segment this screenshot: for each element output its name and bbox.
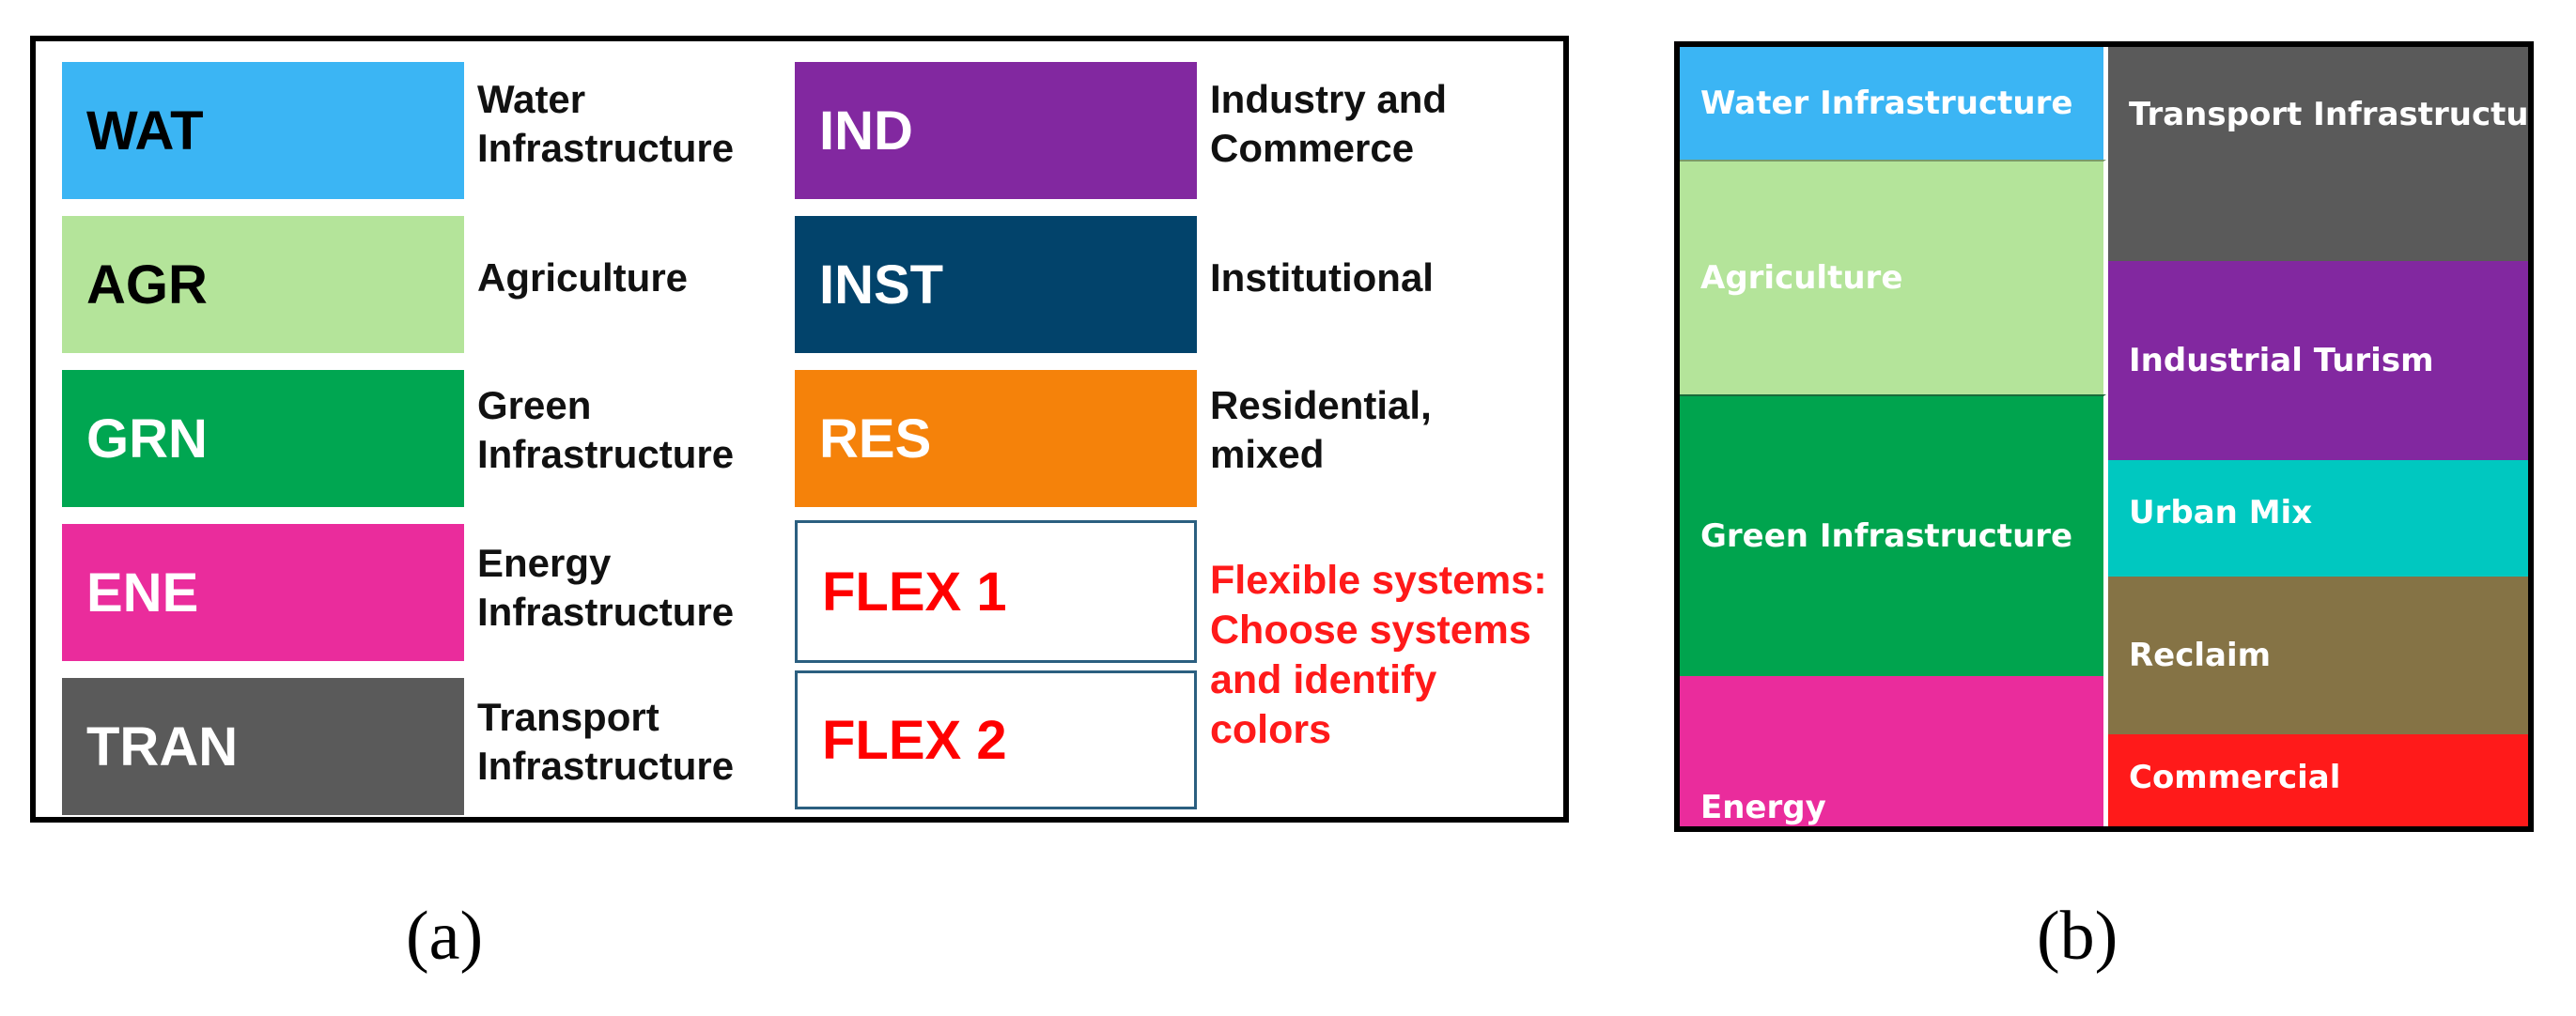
label-ene: Energy Infrastructure <box>477 541 735 634</box>
caption-b: (b) <box>2037 898 2118 975</box>
tile-res: RES <box>795 370 1197 507</box>
block-water-infrastructure: Water Infrastructure <box>1680 47 2106 160</box>
block-commercial: Commercial <box>2108 734 2528 826</box>
block-energy: Energy <box>1680 676 2106 826</box>
label-inst: Institutional <box>1210 255 1434 300</box>
flex-note: Flexible systems: Choose systems and ide… <box>1210 558 1547 752</box>
block-agriculture: Agriculture <box>1680 160 2106 394</box>
block-reclaim: Reclaim <box>2108 577 2528 734</box>
legend-panel-b: Water Infrastructure Agriculture Green I… <box>1674 41 2534 832</box>
label-wat: Water Infrastructure <box>477 77 735 170</box>
legend-panel-a: WAT Water Infrastructure AGR Agriculture… <box>30 36 1569 823</box>
label-tran: Transport Infrastructure <box>477 695 735 788</box>
label-ind: Industry and Commerce <box>1210 77 1448 170</box>
tile-grn: GRN <box>62 370 464 507</box>
label-agr: Agriculture <box>477 255 689 300</box>
tile-wat: WAT <box>62 62 464 199</box>
tile-flex2: FLEX 2 <box>795 670 1197 809</box>
tile-ene: ENE <box>62 524 464 661</box>
tile-ind: IND <box>795 62 1197 199</box>
block-industrial-turism: Industrial Turism <box>2108 261 2528 460</box>
block-green-infrastructure: Green Infrastructure <box>1680 394 2106 676</box>
block-urban-mix: Urban Mix <box>2108 460 2528 577</box>
label-grn: Green Infrastructure <box>477 383 735 476</box>
tile-agr: AGR <box>62 216 464 353</box>
caption-a: (a) <box>406 898 484 975</box>
tile-flex1: FLEX 1 <box>795 520 1197 663</box>
block-transport-infrastructure: Transport Infrastructure <box>2108 47 2528 261</box>
label-res: Residential, mixed <box>1210 383 1432 476</box>
tile-inst: INST <box>795 216 1197 353</box>
tile-tran: TRAN <box>62 678 464 815</box>
